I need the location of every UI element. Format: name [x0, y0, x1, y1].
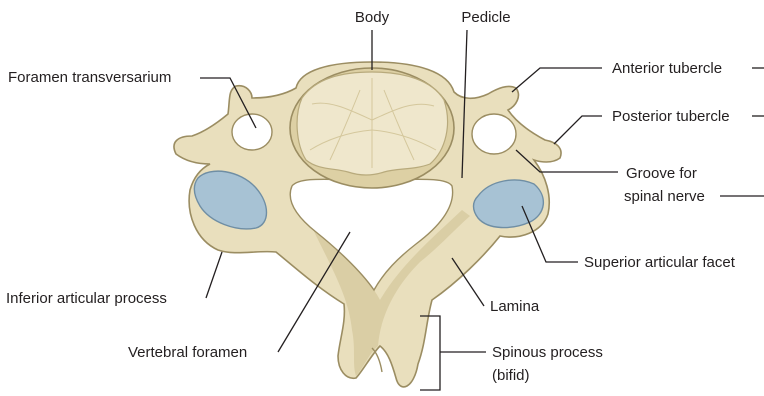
right-foramen-transversarium [472, 114, 516, 154]
label-lamina: Lamina [490, 298, 540, 315]
label-spinous-line2: (bifid) [492, 367, 530, 384]
label-spinous-line1: Spinous process [492, 344, 603, 361]
label-foramen-transversarium: Foramen transversarium [8, 69, 171, 86]
label-inferior-articular-process: Inferior articular process [6, 290, 167, 307]
leader-anterior-tubercle [512, 68, 602, 92]
label-posterior-tubercle: Posterior tubercle [612, 108, 730, 125]
label-anterior-tubercle: Anterior tubercle [612, 60, 722, 77]
label-groove-line1: Groove for [626, 165, 697, 182]
leader-inferior-process [206, 252, 222, 298]
label-vertebral-foramen: Vertebral foramen [128, 344, 247, 361]
label-pedicle: Pedicle [461, 9, 510, 26]
label-superior-articular-facet: Superior articular facet [584, 254, 736, 271]
leader-posterior-tubercle [554, 116, 602, 144]
label-groove-line2: spinal nerve [624, 188, 705, 205]
label-body: Body [355, 9, 390, 26]
cervical-vertebra-icon [174, 62, 561, 387]
